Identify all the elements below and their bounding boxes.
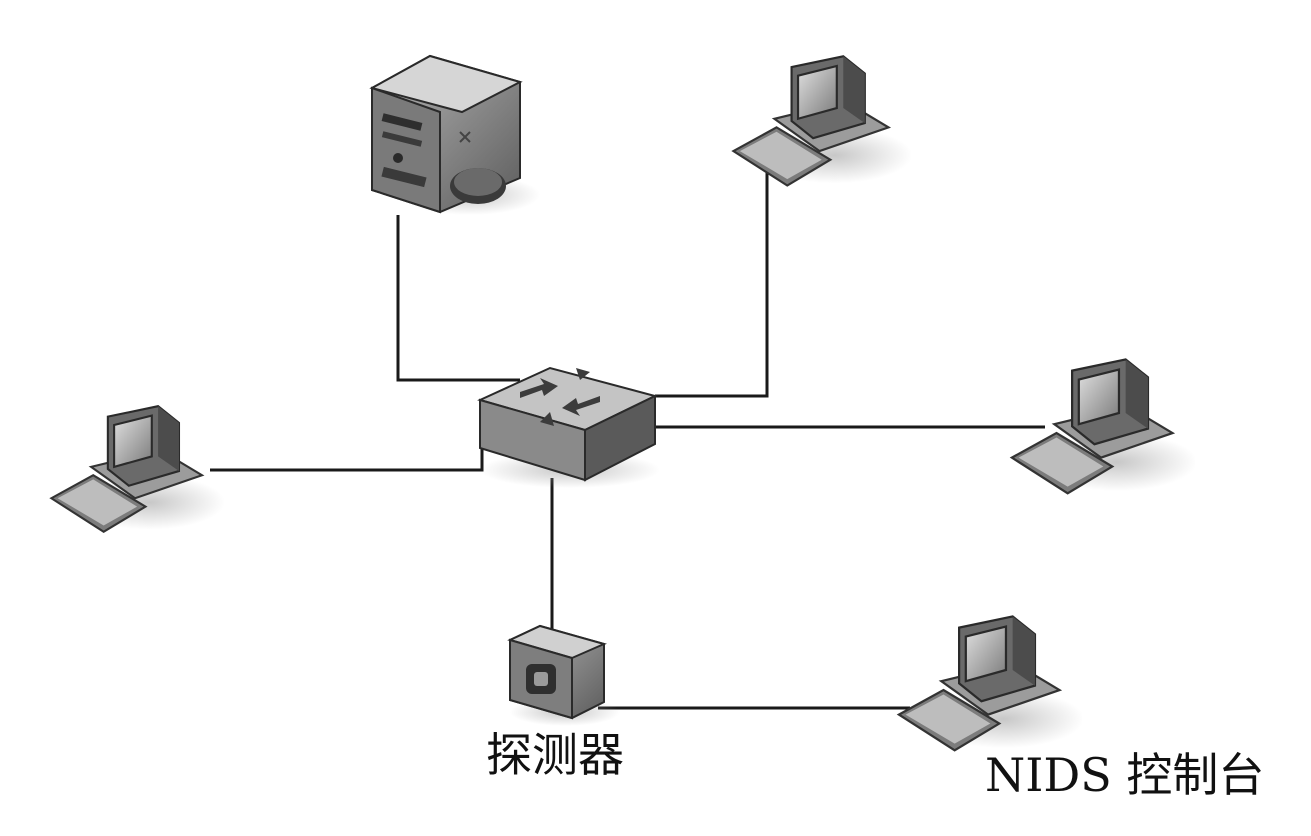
server-icon <box>369 54 540 215</box>
link-pc-left-switch <box>210 440 484 472</box>
sensor-icon <box>507 624 620 726</box>
computer-icon-top-right <box>732 55 911 187</box>
computer-icon-console <box>897 615 1082 752</box>
computer-icon-left <box>50 405 224 533</box>
link-server-switch <box>396 215 520 382</box>
switch-icon <box>477 366 660 488</box>
connection-lines <box>210 168 1045 710</box>
nids-console-label: NIDS 控制台 <box>985 748 1265 802</box>
link-pc-top-right-switch <box>655 168 769 398</box>
detector-label: 探测器 <box>486 728 624 782</box>
